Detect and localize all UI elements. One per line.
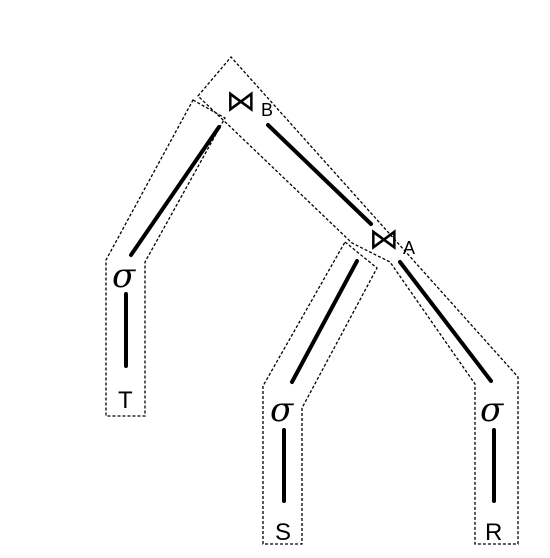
join-symbol: ⋈ (226, 84, 256, 119)
join-node-a: ⋈ A (369, 222, 415, 258)
join-node-b: ⋈ B (226, 84, 273, 120)
join-label: A (403, 238, 415, 258)
tree-edges (124, 123, 496, 503)
relation-r: R (485, 519, 502, 546)
join-label: B (261, 100, 273, 120)
select-node-t: σ (112, 256, 136, 296)
edge-joinA-sigmaR (398, 260, 493, 383)
edge-joinB-sigmaT (129, 125, 221, 257)
fragment-spine (197, 56, 519, 545)
fragment-middle (262, 241, 378, 545)
edge-joinA-sigmaS (290, 259, 359, 384)
select-node-s: σ (270, 390, 294, 430)
edge-joinB-joinA (266, 123, 373, 226)
select-node-r: σ (480, 390, 504, 430)
relation-s: S (275, 519, 291, 546)
join-symbol: ⋈ (369, 222, 399, 257)
fragment-left (105, 99, 226, 417)
relation-t: T (118, 387, 133, 414)
fragment-outlines (105, 56, 519, 545)
